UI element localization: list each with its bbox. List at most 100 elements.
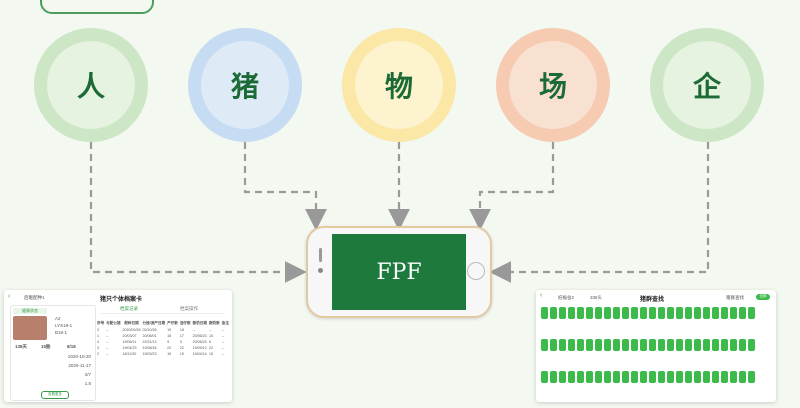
- pig-cell[interactable]: [541, 371, 548, 383]
- filter-label[interactable]: 猪群查找: [726, 295, 744, 300]
- pig-cell[interactable]: [712, 371, 719, 383]
- pig-cell[interactable]: [559, 307, 566, 319]
- pig-cell[interactable]: [559, 371, 566, 383]
- pig-cell[interactable]: [586, 307, 593, 319]
- pig-cell[interactable]: [541, 307, 548, 319]
- pig-cell[interactable]: [649, 307, 656, 319]
- pig-cell[interactable]: [676, 307, 683, 319]
- pig-cell[interactable]: [604, 339, 611, 351]
- circle-person: 人: [34, 28, 148, 142]
- tab-operations[interactable]: 档案操作: [180, 306, 198, 311]
- pig-cell[interactable]: [748, 371, 755, 383]
- pig-cell[interactable]: [685, 339, 692, 351]
- pig-cell[interactable]: [622, 371, 629, 383]
- pig-cell[interactable]: [685, 371, 692, 383]
- table-cell: 22: [167, 346, 172, 350]
- pig-cell[interactable]: [631, 307, 638, 319]
- back-icon[interactable]: ‹: [540, 292, 543, 299]
- pig-cell[interactable]: [694, 339, 701, 351]
- pig-cell[interactable]: [748, 339, 755, 351]
- pig-cell[interactable]: [577, 339, 584, 351]
- pig-cell[interactable]: [703, 371, 710, 383]
- pig-cell[interactable]: [577, 307, 584, 319]
- pig-cell[interactable]: [721, 307, 728, 319]
- pig-cell[interactable]: [739, 339, 746, 351]
- pig-cell[interactable]: [703, 307, 710, 319]
- table-cell: 19: [167, 328, 172, 332]
- pig-cell[interactable]: [730, 307, 737, 319]
- circle-farm-label: 场: [509, 41, 597, 129]
- pig-cell[interactable]: [595, 339, 602, 351]
- pig-cell[interactable]: [712, 307, 719, 319]
- pig-cell[interactable]: [577, 371, 584, 383]
- pig-cell[interactable]: [676, 339, 683, 351]
- pig-cell[interactable]: [568, 307, 575, 319]
- table-cell: 15: [208, 352, 213, 356]
- pig-cell[interactable]: [604, 371, 611, 383]
- tab-records[interactable]: 档案记录: [120, 306, 138, 311]
- pig-cell[interactable]: [622, 307, 629, 319]
- pig-cell[interactable]: [667, 371, 674, 383]
- table-header: 断奶日期: [192, 321, 207, 325]
- pig-cell[interactable]: [721, 339, 728, 351]
- table-cell: --: [106, 340, 109, 344]
- pig-cell[interactable]: [640, 371, 647, 383]
- pig-cell[interactable]: [685, 307, 692, 319]
- table-header: 分娩/流产日期: [142, 321, 166, 325]
- table-cell: --: [192, 328, 196, 332]
- pig-cell[interactable]: [568, 339, 575, 351]
- table-cell: --: [221, 328, 225, 332]
- pig-cell[interactable]: [649, 371, 656, 383]
- pig-cell[interactable]: [703, 339, 710, 351]
- pig-cell[interactable]: [739, 371, 746, 383]
- pig-cell[interactable]: [550, 307, 557, 319]
- pen-grid: [540, 306, 772, 400]
- pig-cell[interactable]: [658, 339, 665, 351]
- pig-cell[interactable]: [658, 371, 665, 383]
- pig-cell[interactable]: [631, 339, 638, 351]
- pig-cell[interactable]: [604, 307, 611, 319]
- table-cell: 20/06/23: [192, 334, 207, 338]
- pig-cell[interactable]: [667, 339, 674, 351]
- pig-cell[interactable]: [730, 371, 737, 383]
- pig-cell[interactable]: [595, 307, 602, 319]
- table-cell: 3: [97, 346, 99, 350]
- pig-cell[interactable]: [658, 307, 665, 319]
- card-title: 猪只个体档案卡: [100, 297, 143, 303]
- pig-cell[interactable]: [730, 339, 737, 351]
- toggle-switch[interactable]: 全部: [756, 294, 770, 300]
- table-cell: 15: [179, 352, 184, 356]
- pig-cell[interactable]: [586, 371, 593, 383]
- pig-cell[interactable]: [595, 371, 602, 383]
- pig-cell[interactable]: [559, 339, 566, 351]
- circle-material-label: 物: [355, 41, 443, 129]
- pig-cell[interactable]: [694, 371, 701, 383]
- table-cell: 17: [179, 334, 184, 338]
- pig-cell[interactable]: [541, 339, 548, 351]
- pig-cell[interactable]: [622, 339, 629, 351]
- pig-cell[interactable]: [568, 371, 575, 383]
- pig-cell[interactable]: [649, 339, 656, 351]
- arrow-farm: [469, 142, 555, 231]
- pig-cell[interactable]: [631, 371, 638, 383]
- pig-cell[interactable]: [739, 307, 746, 319]
- pig-cell[interactable]: [640, 339, 647, 351]
- back-icon[interactable]: ‹: [8, 293, 11, 300]
- pig-cell[interactable]: [613, 339, 620, 351]
- pig-cell[interactable]: [748, 307, 755, 319]
- pig-cell[interactable]: [550, 371, 557, 383]
- circle-enterprise: 企: [650, 28, 764, 142]
- pig-cell[interactable]: [586, 339, 593, 351]
- pig-cell[interactable]: [694, 307, 701, 319]
- view-more-button[interactable]: 查看更多: [41, 391, 69, 399]
- pig-cell[interactable]: [640, 307, 647, 319]
- table-cell: --: [221, 334, 225, 338]
- pig-cell[interactable]: [676, 371, 683, 383]
- pig-cell[interactable]: [613, 307, 620, 319]
- pig-cell[interactable]: [613, 371, 620, 383]
- pig-cell[interactable]: [721, 371, 728, 383]
- pig-cell[interactable]: [667, 307, 674, 319]
- pig-id-3: B18-1: [55, 330, 68, 335]
- pig-cell[interactable]: [550, 339, 557, 351]
- pig-cell[interactable]: [712, 339, 719, 351]
